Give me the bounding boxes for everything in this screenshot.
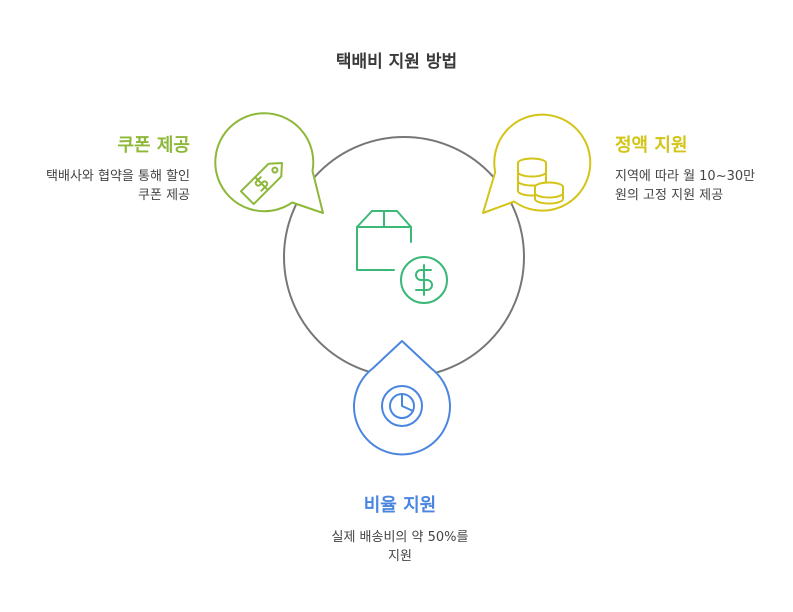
ratio-title: 비율 지원 [363, 495, 437, 516]
coupon-description: 택배사와 협약을 통해 할인 쿠폰 제공 [10, 167, 190, 205]
fixed-description: 지역에 따라 월 10~30만 원의 고정 지원 제공 [615, 167, 790, 205]
coupon-desc-line1: 택배사와 협약을 통해 할인 [46, 169, 190, 184]
ratio-desc-line1: 실제 배송비의 약 50%를 [331, 530, 469, 545]
coupon-bubble [214, 112, 324, 214]
package-dollar-icon [356, 210, 448, 304]
page-title: 택배비 지원 방법 [335, 52, 458, 72]
price-tag-icon [239, 162, 283, 206]
ratio-desc-line2: 지원 [388, 549, 412, 564]
fixed-bubble [482, 113, 592, 214]
coupon-desc-line2: 쿠폰 제공 [138, 188, 190, 203]
center-ring [283, 136, 525, 378]
coupon-title: 쿠폰 제공 [117, 135, 190, 156]
ratio-bubble [353, 340, 451, 456]
fixed-desc-line1: 지역에 따라 월 10~30만 [615, 169, 756, 184]
fixed-desc-line2: 원의 고정 지원 제공 [615, 188, 724, 203]
fixed-title: 정액 지원 [615, 135, 688, 156]
pie-chart-icon [381, 385, 423, 427]
coin-stack-icon [517, 157, 564, 205]
ratio-description: 실제 배송비의 약 50%를 지원 [250, 528, 550, 566]
